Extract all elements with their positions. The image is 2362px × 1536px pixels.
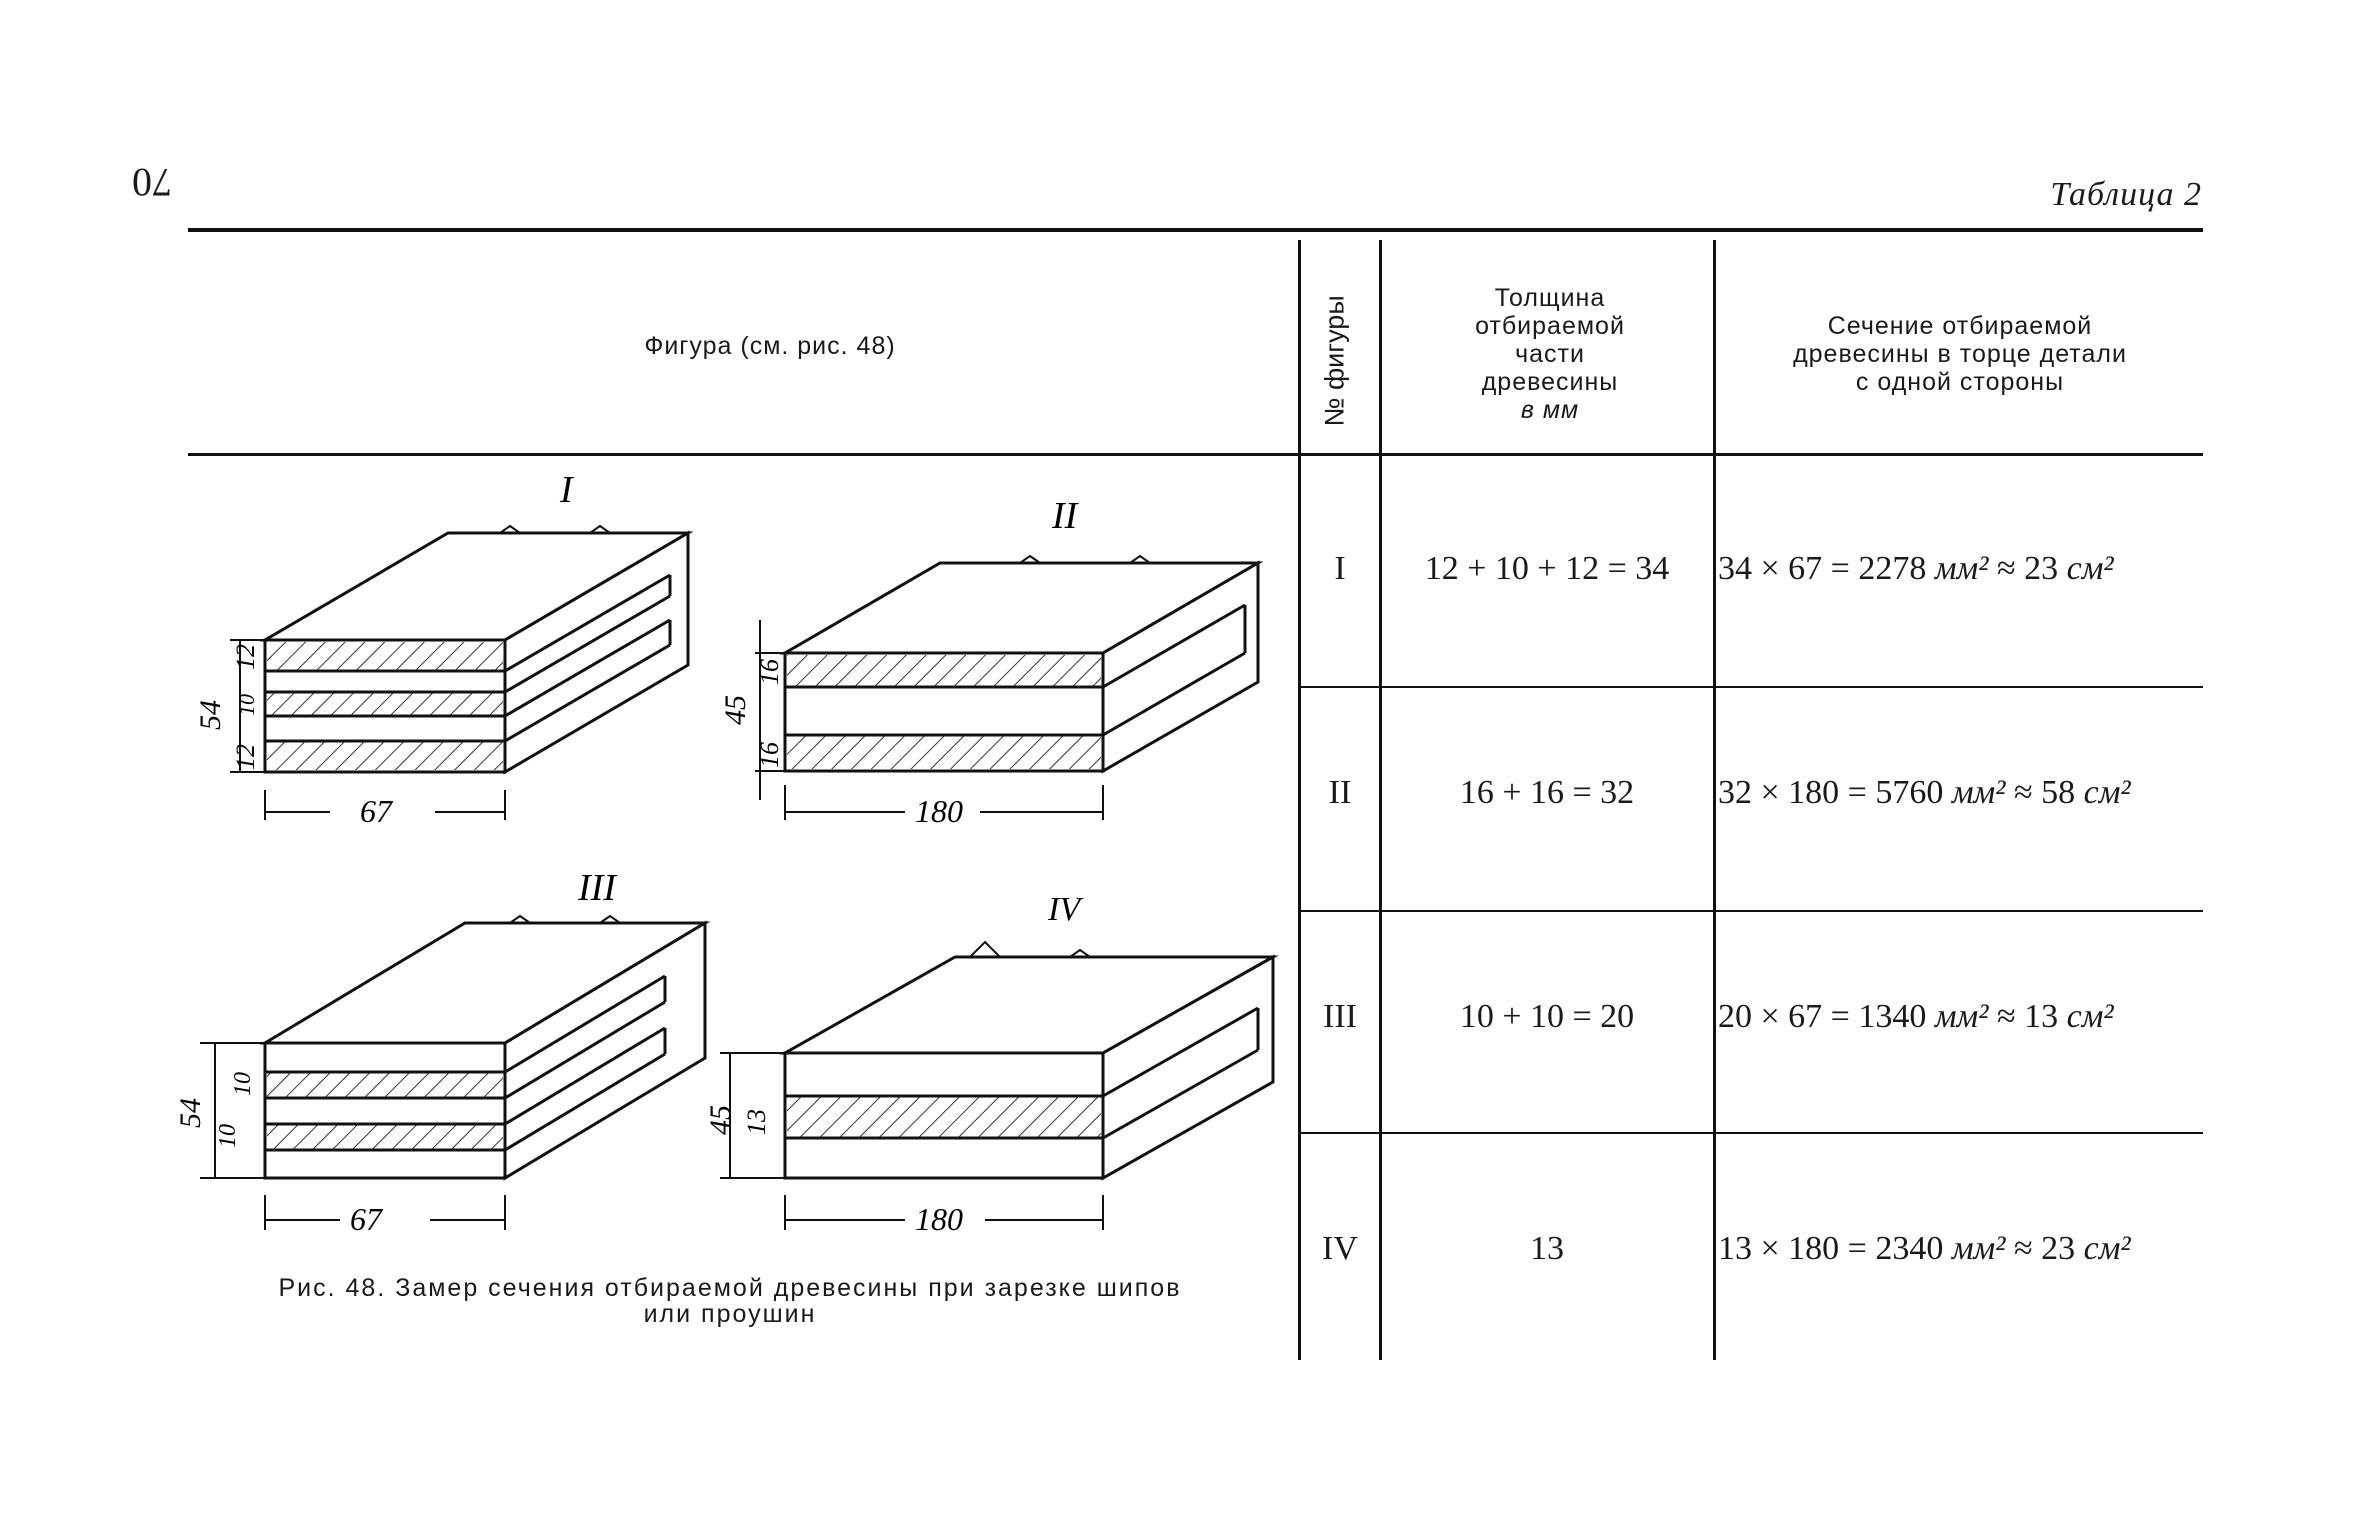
figure-3-label: III	[577, 867, 618, 909]
row-4-thickness: 13	[1530, 1230, 1564, 1267]
figure-2-layer: 16	[755, 659, 784, 685]
figure-3-block	[200, 914, 711, 1230]
figure-2-block	[755, 554, 1264, 820]
row-divider-2	[1300, 910, 2203, 912]
figure-3-layer: 10	[230, 1072, 256, 1096]
row-2-number: II	[1328, 774, 1352, 811]
figure-4-height: 45	[704, 1105, 737, 1135]
unit-mm2: мм²	[1951, 774, 2006, 811]
figure-2-layer: 16	[755, 742, 784, 768]
row-4-number: IV	[1322, 1230, 1358, 1267]
row-3-section: 20 × 67 = 1340 мм² ≈ 13 см²	[1718, 998, 2114, 1036]
section-value: 13 × 180 = 2340	[1718, 1230, 1944, 1267]
header-figure: Фигура (см. рис. 48)	[644, 332, 896, 360]
column-divider-1	[1298, 240, 1301, 1360]
figure-4-block	[720, 940, 1279, 1230]
header-thickness-line: отбираемой	[1475, 312, 1625, 340]
figure-1-label: I	[559, 469, 575, 511]
row-divider-3	[1300, 1132, 2203, 1134]
table-caption: Таблица 2	[2050, 176, 2202, 213]
figure-48-drawings: I 54 12 10 12 67 II 45 16 16 180	[174, 469, 1279, 1237]
figure-3-height: 54	[174, 1098, 207, 1128]
unit-mm2: мм²	[1951, 1230, 2006, 1267]
figure-3-layer: 10	[215, 1124, 241, 1148]
unit-cm2: см²	[2066, 998, 2114, 1035]
row-3-number: III	[1323, 998, 1357, 1035]
header-number: № фигуры	[1319, 295, 1350, 427]
section-value: 20 × 67 = 1340	[1718, 998, 1927, 1035]
section-value: 34 × 67 = 2278	[1718, 550, 1927, 587]
row-divider-1	[1300, 686, 2203, 688]
figure-2-label: II	[1051, 495, 1080, 537]
unit-mm2: мм²	[1934, 550, 1989, 587]
section-approx: ≈ 23	[1988, 550, 2067, 587]
header-thickness-line: в мм	[1520, 396, 1580, 424]
header-section: Сечение отбираемой древесины в торце дет…	[1720, 312, 2200, 396]
header-section-line: древесины в торце детали	[1793, 340, 2127, 368]
figure-caption-line: Рис. 48. Замер сечения отбираемой древес…	[278, 1274, 1182, 1302]
figure-2-width: 180	[915, 793, 963, 829]
column-divider-2	[1379, 240, 1382, 1360]
unit-cm2: см²	[2083, 774, 2131, 811]
figure-2-height: 45	[719, 695, 752, 725]
section-approx: ≈ 13	[1988, 998, 2067, 1035]
figure-1-layer: 12	[231, 744, 260, 770]
row-1-thickness: 12 + 10 + 12 = 34	[1424, 550, 1670, 587]
page-number: 70	[132, 160, 172, 205]
figure-1-width: 67	[360, 793, 394, 829]
header-thickness-line: Толщина	[1494, 284, 1606, 312]
section-approx: ≈ 58	[2005, 774, 2084, 811]
section-approx: ≈ 23	[2005, 1230, 2084, 1267]
row-4-section: 13 × 180 = 2340 мм² ≈ 23 см²	[1718, 1230, 2131, 1268]
unit-cm2: см²	[2066, 550, 2114, 587]
figure-1-block	[230, 524, 694, 820]
figure-caption-line: или проушин	[643, 1300, 817, 1328]
table-header-rule	[188, 453, 2203, 456]
header-thickness: Толщина отбираемой части древесины в мм	[1390, 284, 1710, 424]
row-1-number: I	[1334, 550, 1346, 587]
figure-1-layer: 10	[234, 694, 259, 716]
section-value: 32 × 180 = 5760	[1718, 774, 1944, 811]
figure-1-layer: 12	[231, 644, 260, 670]
row-2-section: 32 × 180 = 5760 мм² ≈ 58 см²	[1718, 774, 2131, 812]
header-thickness-line: части	[1515, 340, 1585, 368]
table-top-rule	[188, 228, 2203, 232]
figure-4-layer: 13	[742, 1109, 771, 1135]
row-3-thickness: 10 + 10 = 20	[1459, 998, 1635, 1035]
unit-mm2: мм²	[1934, 998, 1989, 1035]
column-divider-3	[1713, 240, 1716, 1360]
header-thickness-line: древесины	[1481, 368, 1619, 396]
figure-3-width: 67	[350, 1201, 384, 1237]
row-2-thickness: 16 + 16 = 32	[1459, 774, 1635, 811]
figure-1-height: 54	[194, 700, 227, 730]
unit-cm2: см²	[2083, 1230, 2131, 1267]
figure-caption: Рис. 48. Замер сечения отбираемой древес…	[200, 1275, 1260, 1327]
figure-4-width: 180	[915, 1201, 963, 1237]
header-section-line: с одной стороны	[1855, 368, 2065, 396]
figure-4-label: IV	[1047, 891, 1084, 928]
header-section-line: Сечение отбираемой	[1827, 312, 2093, 340]
row-1-section: 34 × 67 = 2278 мм² ≈ 23 см²	[1718, 550, 2114, 588]
